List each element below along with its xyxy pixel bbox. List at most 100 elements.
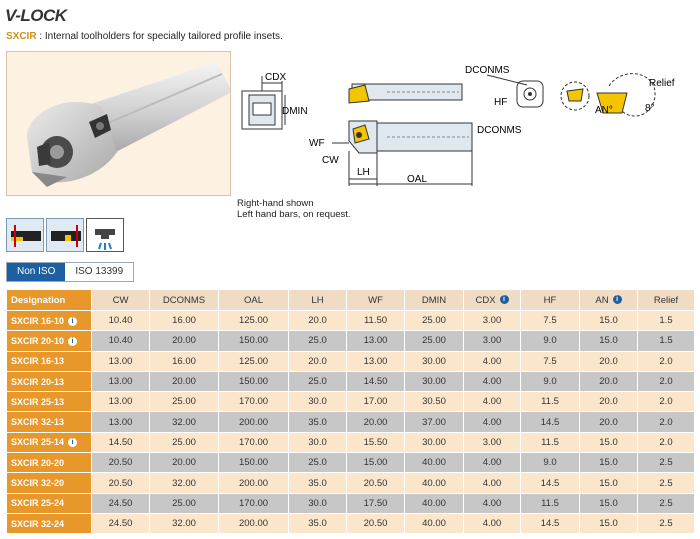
designation-cell[interactable]: SXCIR 16-13 <box>6 350 92 372</box>
table-cell: 3.00 <box>463 431 521 454</box>
designation-label[interactable]: SXCIR 32-13 <box>11 417 65 428</box>
table-cell: 4.00 <box>463 492 521 514</box>
table-cell: 20.00 <box>149 330 219 352</box>
column-header-label: OAL <box>243 294 263 306</box>
table-cell: 13.00 <box>91 350 150 372</box>
table-cell: 40.00 <box>404 472 464 494</box>
label-oal: OAL <box>407 174 427 185</box>
column-header-label: AN <box>595 294 609 306</box>
table-cell: 14.50 <box>91 431 150 454</box>
coolant-icon <box>86 218 124 252</box>
column-header-label: DMIN <box>421 294 447 306</box>
table-cell: 20.00 <box>149 370 219 393</box>
table-cell: 9.0 <box>520 452 580 474</box>
table-cell: 11.50 <box>346 309 405 332</box>
designation-label[interactable]: SXCIR 16-10 <box>11 315 65 326</box>
info-icon[interactable]: i <box>68 438 78 448</box>
table-cell: 9.0 <box>520 370 580 393</box>
table-cell: 4.00 <box>463 452 521 474</box>
info-icon[interactable]: i <box>612 295 622 305</box>
table-cell: 25.00 <box>149 431 219 454</box>
column-header-label: CDX <box>475 294 496 306</box>
designation-label[interactable]: SXCIR 25-24 <box>11 498 65 509</box>
table-cell: 20.0 <box>288 350 347 372</box>
table-cell: 32.00 <box>149 472 219 494</box>
column-header: HF <box>520 289 580 311</box>
table-cell: 4.00 <box>463 472 521 494</box>
table-cell: 4.00 <box>463 350 521 372</box>
info-icon[interactable]: i <box>68 316 78 326</box>
designation-cell[interactable]: SXCIR 20-20 <box>6 452 92 474</box>
notes: Right-hand shown Left hand bars, on requ… <box>237 198 351 220</box>
label-lh: LH <box>357 167 370 178</box>
table-cell: 32.00 <box>149 411 219 433</box>
designation-label[interactable]: SXCIR 25-13 <box>11 396 65 407</box>
designation-cell[interactable]: SXCIR 32-24 <box>6 512 92 535</box>
table-cell: 15.0 <box>579 330 638 352</box>
info-icon[interactable]: i <box>499 295 509 305</box>
table-cell: 40.00 <box>404 492 464 514</box>
table-cell: 2.0 <box>637 391 695 413</box>
designation-label[interactable]: SXCIR 25-14 <box>11 437 65 448</box>
application-icons <box>6 218 124 252</box>
info-icon[interactable]: i <box>68 337 78 346</box>
column-header: WF <box>346 289 405 311</box>
table-cell: 2.0 <box>637 350 695 372</box>
designation-label[interactable]: SXCIR 32-20 <box>11 478 65 489</box>
table-cell: 150.00 <box>218 330 289 352</box>
designation-label[interactable]: SXCIR 20-10 <box>11 335 65 346</box>
table-cell: 15.0 <box>579 492 638 514</box>
column-header: DMIN <box>404 289 464 311</box>
product-description: : Internal toolholders for specially tai… <box>36 31 283 42</box>
table-cell: 30.0 <box>288 431 347 454</box>
table-cell: 15.0 <box>579 452 638 474</box>
designation-cell[interactable]: SXCIR 20-13 <box>6 370 92 393</box>
table-cell: 11.5 <box>520 492 580 514</box>
table-cell: 25.0 <box>288 370 347 393</box>
table-cell: 150.00 <box>218 452 289 474</box>
table-cell: 14.5 <box>520 411 580 433</box>
table-cell: 4.00 <box>463 411 521 433</box>
column-header-label: DCONMS <box>162 294 206 306</box>
tab-non-iso[interactable]: Non ISO <box>7 263 66 281</box>
table-cell: 30.00 <box>404 350 464 372</box>
table-cell: 20.50 <box>91 452 150 474</box>
note-left-hand: Left hand bars, on request. <box>237 209 351 220</box>
table-cell: 4.00 <box>463 512 521 535</box>
table-cell: 20.00 <box>149 452 219 474</box>
table-cell: 125.00 <box>218 309 289 332</box>
label-dmin: DMIN <box>282 106 308 117</box>
boring-icon <box>6 218 44 252</box>
designation-cell[interactable]: SXCIR 32-20 <box>6 472 92 494</box>
designation-label[interactable]: SXCIR 16-13 <box>11 356 65 367</box>
designation-cell[interactable]: SXCIR 32-13 <box>6 411 92 433</box>
designation-label[interactable]: SXCIR 32-24 <box>11 518 65 529</box>
brand-logo: V-LOCK <box>5 6 67 25</box>
designation-label[interactable]: SXCIR 20-13 <box>11 376 65 387</box>
label-hf: HF <box>494 97 507 108</box>
table-cell: 14.5 <box>520 512 580 535</box>
designation-cell[interactable]: SXCIR 25-13 <box>6 391 92 413</box>
table-cell: 13.00 <box>91 370 150 393</box>
designation-cell[interactable]: SXCIR 25-24 <box>6 492 92 514</box>
tab-iso-13399[interactable]: ISO 13399 <box>65 263 134 281</box>
designation-label[interactable]: SXCIR 20-20 <box>11 457 65 468</box>
table-cell: 20.0 <box>579 370 638 393</box>
